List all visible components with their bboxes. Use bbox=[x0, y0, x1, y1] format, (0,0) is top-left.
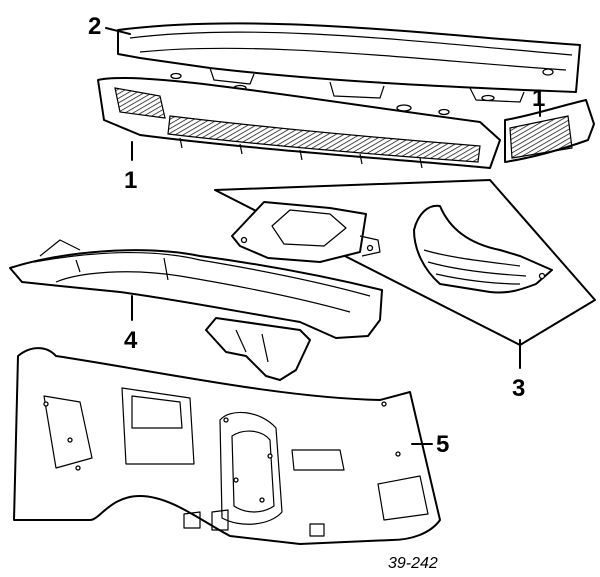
part-1-cowl-vent-grille bbox=[97, 76, 501, 169]
leader-lines bbox=[105, 27, 541, 445]
part-3-bracket-b bbox=[413, 204, 553, 294]
part-5-dash-panel bbox=[13, 347, 441, 545]
callout-1-lower: 1 bbox=[124, 167, 137, 194]
callout-4: 4 bbox=[124, 327, 138, 354]
reference-number: 39-242 bbox=[388, 555, 438, 572]
callout-5: 5 bbox=[436, 431, 449, 458]
part-4-cowl-cross-member bbox=[9, 239, 383, 381]
part-3-bracket-a bbox=[231, 201, 381, 263]
callouts: 2 1 1 3 4 5 bbox=[88, 13, 545, 458]
part-1-vent-end-piece bbox=[504, 99, 595, 163]
callout-3: 3 bbox=[512, 375, 525, 402]
dash-panel-holes bbox=[43, 401, 401, 503]
part-2-cowl-top-panel bbox=[117, 22, 581, 116]
callout-1-upper: 1 bbox=[532, 85, 545, 112]
callout-2: 2 bbox=[88, 13, 101, 40]
vent-grille-clips bbox=[179, 137, 423, 169]
part-3-detail-panel bbox=[214, 179, 596, 346]
